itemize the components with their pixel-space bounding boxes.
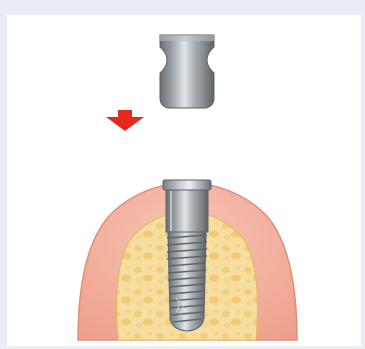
abutment: [160, 35, 214, 108]
arrow-down-icon: [106, 110, 144, 131]
implant-collar: [163, 180, 211, 232]
implant-screw: [167, 232, 207, 331]
